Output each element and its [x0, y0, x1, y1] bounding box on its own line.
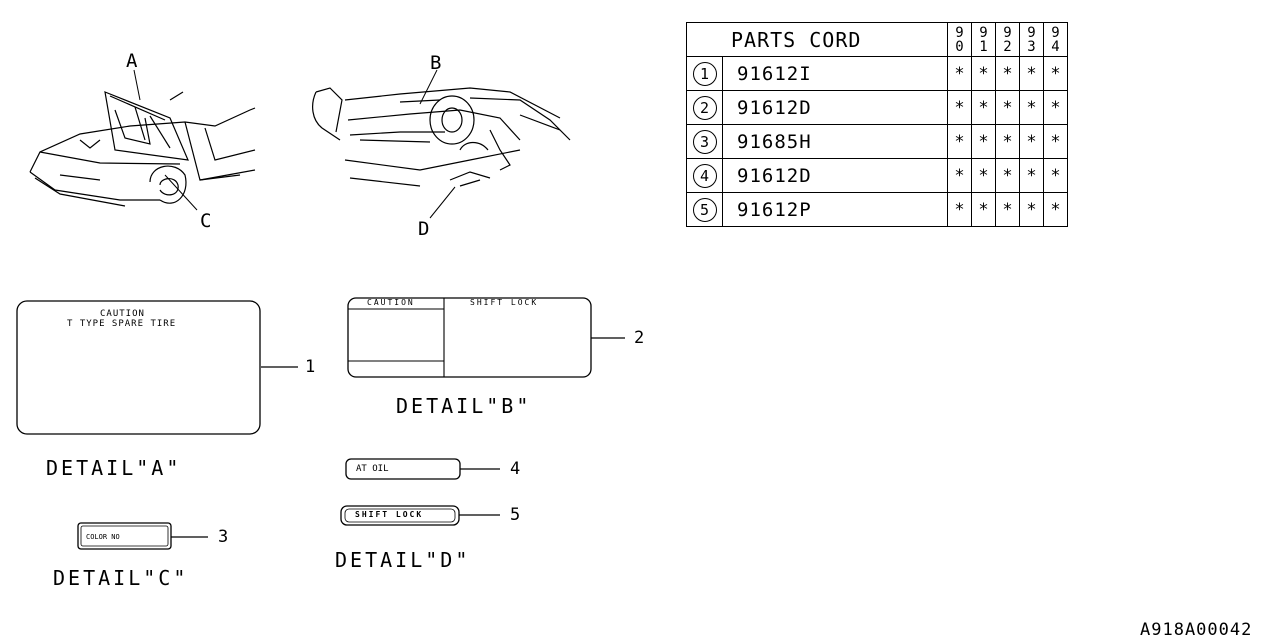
- detail-c-title: DETAIL"C": [53, 566, 189, 590]
- parts-cord-header: PARTS CORD: [686, 22, 948, 57]
- applicability-mark: *: [995, 124, 1020, 159]
- detail-c-color-text: COLOR NO: [86, 533, 120, 541]
- car-label-b: B: [430, 52, 442, 74]
- applicability-mark: *: [1043, 192, 1068, 227]
- detail-a-label-outline: [16, 300, 261, 435]
- detail-d-shiftlock-label-inner: [344, 508, 456, 523]
- row-number: 2: [692, 95, 717, 120]
- detail-c-label-inner: [80, 525, 169, 547]
- table-row: 3 91685H * * * * *: [686, 124, 1068, 159]
- applicability-mark: *: [995, 158, 1020, 193]
- table-row: 1 91612I * * * * *: [686, 56, 1068, 91]
- car-label-a: A: [126, 50, 138, 72]
- part-code: 91612D: [722, 90, 948, 125]
- applicability-mark: *: [1019, 158, 1044, 193]
- applicability-mark: *: [1019, 124, 1044, 159]
- row-number: 5: [692, 197, 717, 222]
- applicability-mark: *: [947, 124, 972, 159]
- applicability-mark: *: [971, 90, 996, 125]
- row-number: 1: [692, 61, 717, 86]
- leader-lines-interior: [419, 69, 456, 219]
- applicability-mark: *: [995, 192, 1020, 227]
- car-label-d: D: [418, 218, 430, 240]
- applicability-mark: *: [971, 124, 996, 159]
- part-code: 91685H: [722, 124, 948, 159]
- applicability-mark: *: [947, 158, 972, 193]
- leader-lines-exterior: [133, 69, 198, 211]
- detail-b-title: DETAIL"B": [396, 394, 532, 418]
- row-number: 3: [692, 129, 717, 154]
- applicability-mark: *: [947, 90, 972, 125]
- callout-number-2: 2: [634, 328, 645, 348]
- applicability-mark: *: [947, 192, 972, 227]
- car-exterior-illustration: [29, 91, 256, 207]
- table-row: 4 91612D * * * * *: [686, 158, 1068, 193]
- detail-a-caution-text: CAUTION: [100, 309, 145, 319]
- detail-d-title: DETAIL"D": [335, 548, 471, 572]
- part-code: 91612D: [722, 158, 948, 193]
- row-number: 4: [692, 163, 717, 188]
- car-label-c: C: [200, 210, 212, 232]
- part-code: 91612P: [722, 192, 948, 227]
- detail-b-caution-text: CAUTION: [367, 298, 415, 307]
- detail-d-atoil-text: AT OIL: [356, 464, 389, 474]
- callout-number-3: 3: [218, 527, 229, 547]
- callout-number-4: 4: [510, 459, 521, 479]
- applicability-mark: *: [1043, 90, 1068, 125]
- applicability-mark: *: [995, 90, 1020, 125]
- applicability-mark: *: [1043, 124, 1068, 159]
- detail-a-title: DETAIL"A": [46, 456, 182, 480]
- table-row: 5 91612P * * * * *: [686, 192, 1068, 227]
- applicability-mark: *: [971, 158, 996, 193]
- applicability-mark: *: [947, 56, 972, 91]
- car-interior-illustration: [312, 87, 571, 187]
- applicability-mark: *: [1043, 158, 1068, 193]
- detail-c-label-outline: [77, 522, 172, 550]
- detail-b-shift-lock-text: SHIFT LOCK: [470, 298, 539, 307]
- applicability-mark: *: [971, 56, 996, 91]
- document-code: A918A00042: [1140, 620, 1253, 640]
- applicability-mark: *: [1043, 56, 1068, 91]
- applicability-mark: *: [1019, 90, 1044, 125]
- applicability-mark: *: [995, 56, 1020, 91]
- table-row: 2 91612D * * * * *: [686, 90, 1068, 125]
- callout-number-5: 5: [510, 505, 521, 525]
- detail-a-spare-tire-text: T TYPE SPARE TIRE: [67, 319, 177, 329]
- part-code: 91612I: [722, 56, 948, 91]
- callout-number-1: 1: [305, 357, 316, 377]
- applicability-mark: *: [971, 192, 996, 227]
- applicability-mark: *: [1019, 56, 1044, 91]
- detail-d-shiftlock-text: SHIFT LOCK: [355, 510, 424, 519]
- detail-b-label-outline: [347, 297, 592, 378]
- applicability-mark: *: [1019, 192, 1044, 227]
